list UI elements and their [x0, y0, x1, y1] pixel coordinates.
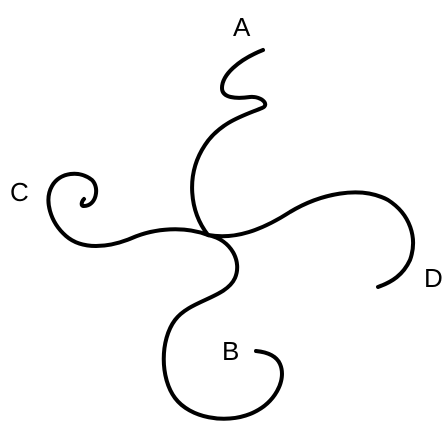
branch-a-curve	[190, 48, 268, 237]
label-b: B	[222, 336, 239, 366]
branch-d-curve	[206, 190, 415, 289]
label-d: D	[424, 263, 443, 293]
label-c: C	[10, 177, 29, 207]
branch-b-curve	[161, 233, 284, 421]
branch-c-curve	[46, 171, 210, 248]
label-a: A	[233, 12, 251, 42]
